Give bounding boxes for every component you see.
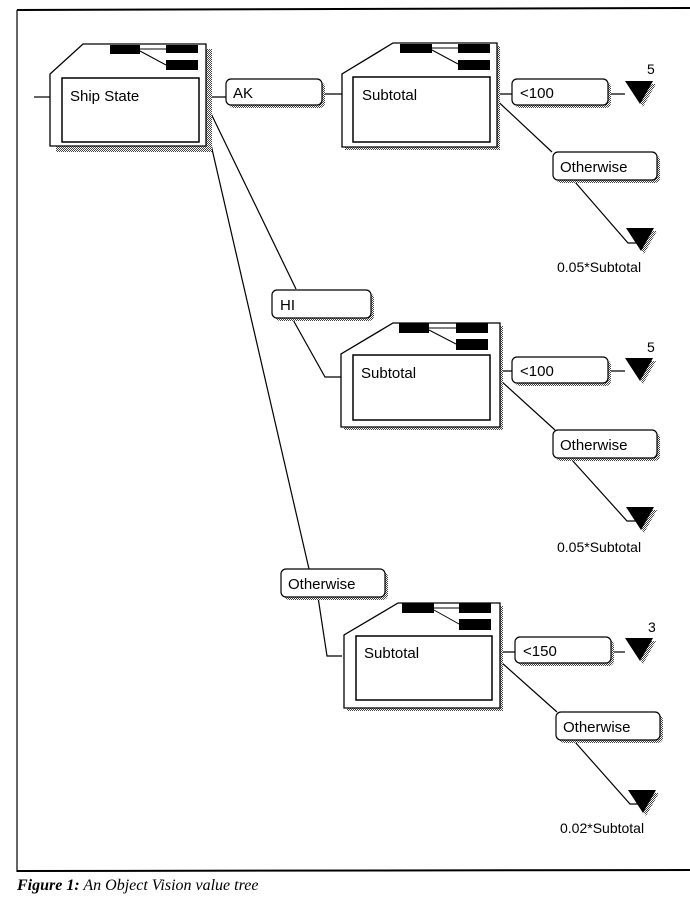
result-triangle-icon	[626, 507, 654, 530]
result-triangle-icon	[626, 228, 654, 251]
field-marker-icon	[399, 323, 429, 333]
condition-box[interactable]: Otherwise	[552, 151, 660, 183]
result-value: 5	[647, 61, 655, 77]
root-node[interactable]: Ship State	[49, 43, 212, 152]
subtotal-node-label: Subtotal	[362, 87, 417, 104]
field-marker-icon	[166, 45, 198, 53]
field-marker-icon	[166, 60, 198, 70]
condition-label: Otherwise	[563, 719, 631, 736]
field-marker-icon	[402, 603, 434, 613]
condition-box[interactable]: Otherwise	[552, 429, 660, 461]
subtotal-node[interactable]: Subtotal	[343, 602, 503, 711]
result-value: 0.05*Subtotal	[557, 539, 641, 555]
result-marker[interactable]: 0.02*Subtotal	[560, 790, 659, 836]
result-triangle-icon	[628, 790, 656, 813]
condition-box[interactable]: <100	[511, 356, 611, 386]
figure-frame	[16, 7, 690, 872]
connectors	[34, 93, 640, 805]
condition-label: <150	[523, 643, 557, 660]
subtotal-node-label: Subtotal	[364, 645, 419, 662]
condition-label: HI	[280, 297, 295, 314]
condition-box[interactable]: Otherwise	[280, 568, 388, 600]
figure-caption-text: An Object Vision value tree	[79, 877, 259, 894]
branch-hi: HI Subtotal <100 5 Otherwise	[271, 289, 660, 555]
condition-label: <100	[520, 363, 554, 380]
condition-box[interactable]: AK	[225, 78, 325, 108]
condition-label: AK	[233, 85, 253, 102]
condition-box[interactable]: <100	[511, 78, 611, 108]
result-marker[interactable]: 0.05*Subtotal	[557, 228, 657, 275]
result-marker[interactable]: 5	[625, 339, 656, 384]
field-marker-icon	[459, 619, 491, 630]
result-marker[interactable]: 3	[625, 619, 656, 664]
branch-otherwise: Otherwise Subtotal <150 3 Otherwise	[280, 568, 663, 836]
branch-ak: AK Subtotal <100 5 Otherwise	[225, 42, 660, 275]
figure-caption-label: Figure 1:	[17, 877, 80, 894]
root-node-label: Ship State	[70, 88, 139, 105]
result-value: 0.05*Subtotal	[557, 259, 641, 275]
condition-box[interactable]: <150	[514, 636, 614, 666]
field-marker-icon	[400, 44, 432, 53]
field-marker-icon	[458, 44, 490, 53]
subtotal-node[interactable]: Subtotal	[341, 42, 500, 150]
condition-box[interactable]: Otherwise	[555, 711, 663, 743]
result-value: 5	[647, 339, 655, 355]
condition-label: Otherwise	[288, 576, 356, 593]
condition-label: Otherwise	[560, 437, 628, 454]
result-triangle-icon	[625, 81, 653, 104]
condition-label: <100	[520, 85, 554, 102]
field-marker-icon	[458, 60, 490, 70]
subtotal-node[interactable]: Subtotal	[340, 322, 503, 430]
field-marker-icon	[456, 339, 488, 350]
result-value: 0.02*Subtotal	[560, 820, 644, 836]
condition-label: Otherwise	[560, 159, 628, 176]
result-triangle-icon	[625, 638, 653, 661]
result-marker[interactable]: 5	[625, 61, 656, 107]
field-marker-icon	[459, 603, 491, 613]
condition-box[interactable]: HI	[271, 289, 374, 321]
subtotal-node-label: Subtotal	[361, 365, 416, 382]
result-value: 3	[648, 619, 656, 635]
result-triangle-icon	[625, 358, 653, 381]
result-marker[interactable]: 0.05*Subtotal	[557, 507, 657, 555]
figure-caption: Figure 1: An Object Vision value tree	[17, 877, 258, 895]
field-marker-icon	[456, 323, 488, 333]
field-marker-icon	[110, 45, 140, 54]
